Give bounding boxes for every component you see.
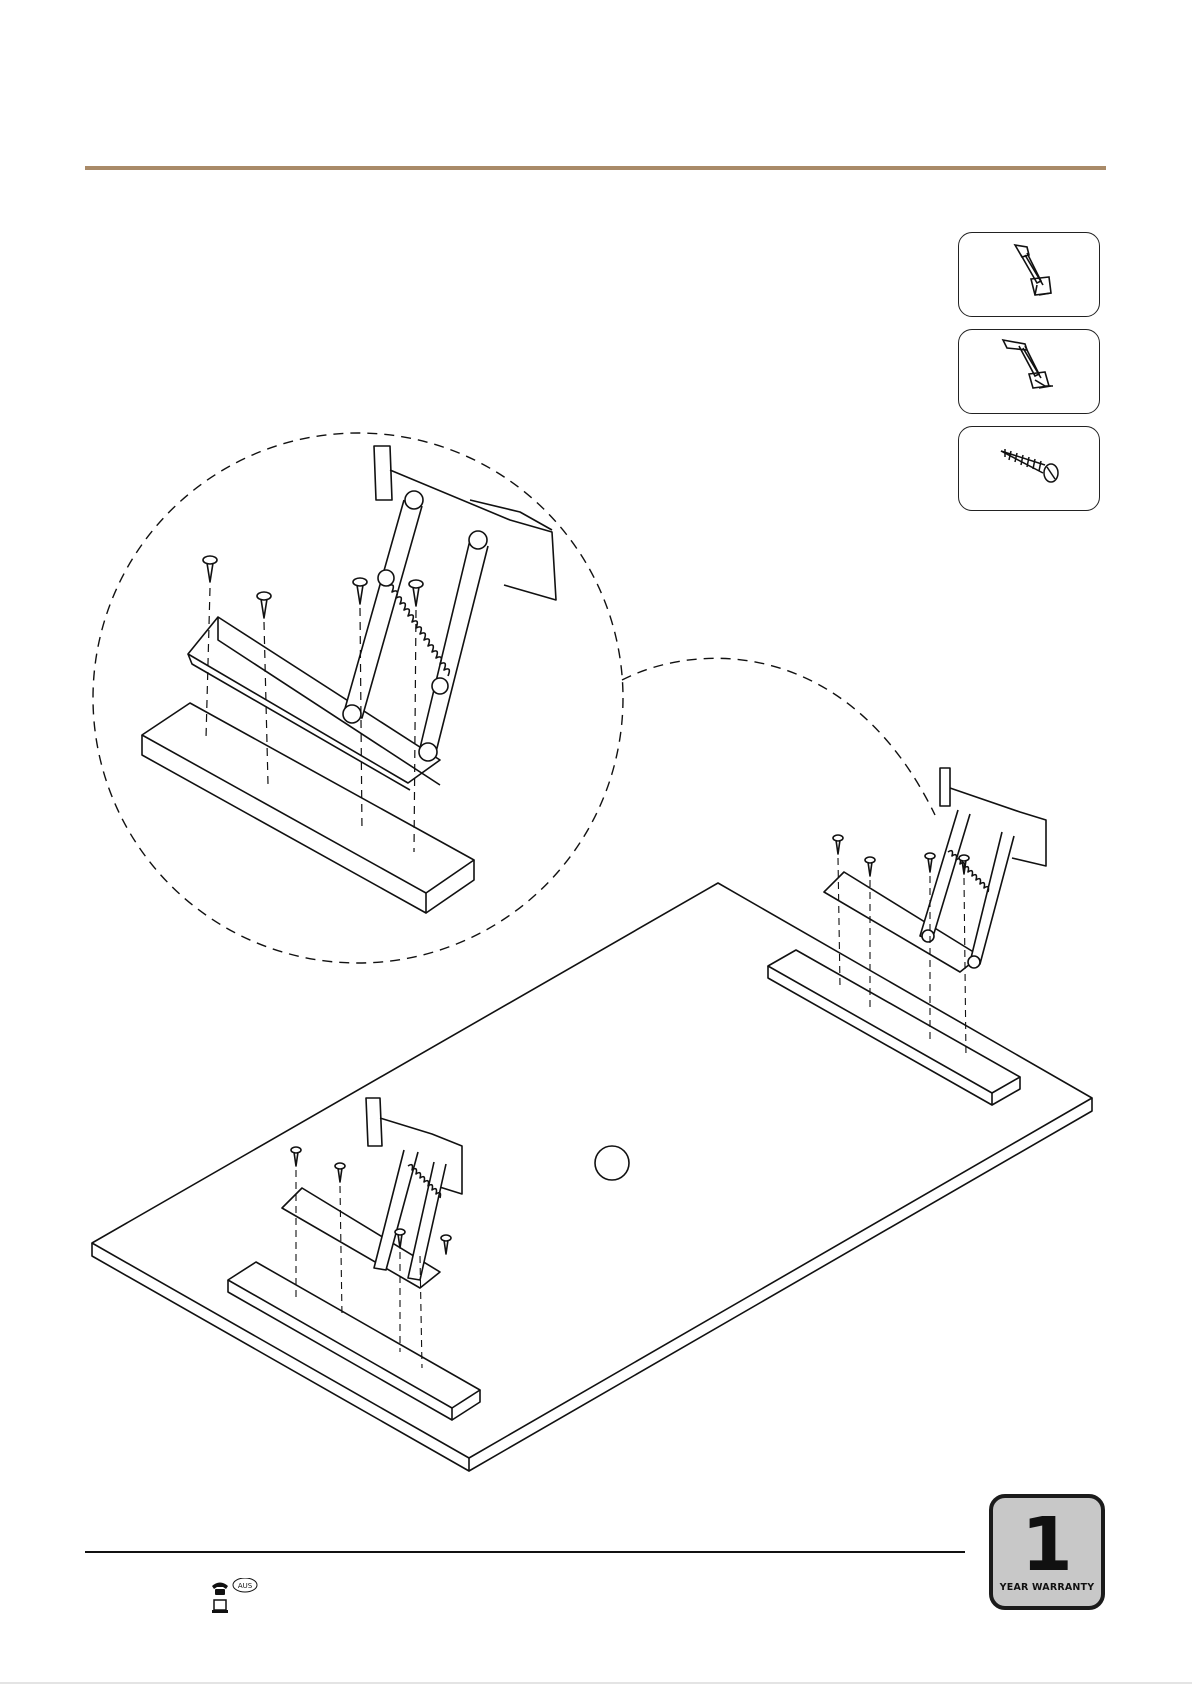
warranty-number: 1 (993, 1502, 1101, 1588)
phone-icon (212, 1583, 228, 1596)
table-top-panel (92, 883, 1092, 1471)
warranty-badge: 1 YEAR WARRANTY (989, 1494, 1105, 1610)
aus-badge-icon: AUS (233, 1578, 257, 1592)
contact-icons: AUS (210, 1578, 270, 1618)
computer-icon (212, 1600, 228, 1613)
detail-callout (93, 433, 935, 963)
right-hinge (824, 768, 1046, 972)
warranty-label: YEAR WARRANTY (993, 1582, 1101, 1593)
page-bottom-edge (0, 1682, 1192, 1684)
svg-text:AUS: AUS (238, 1582, 253, 1590)
footer-rule (85, 1551, 965, 1553)
